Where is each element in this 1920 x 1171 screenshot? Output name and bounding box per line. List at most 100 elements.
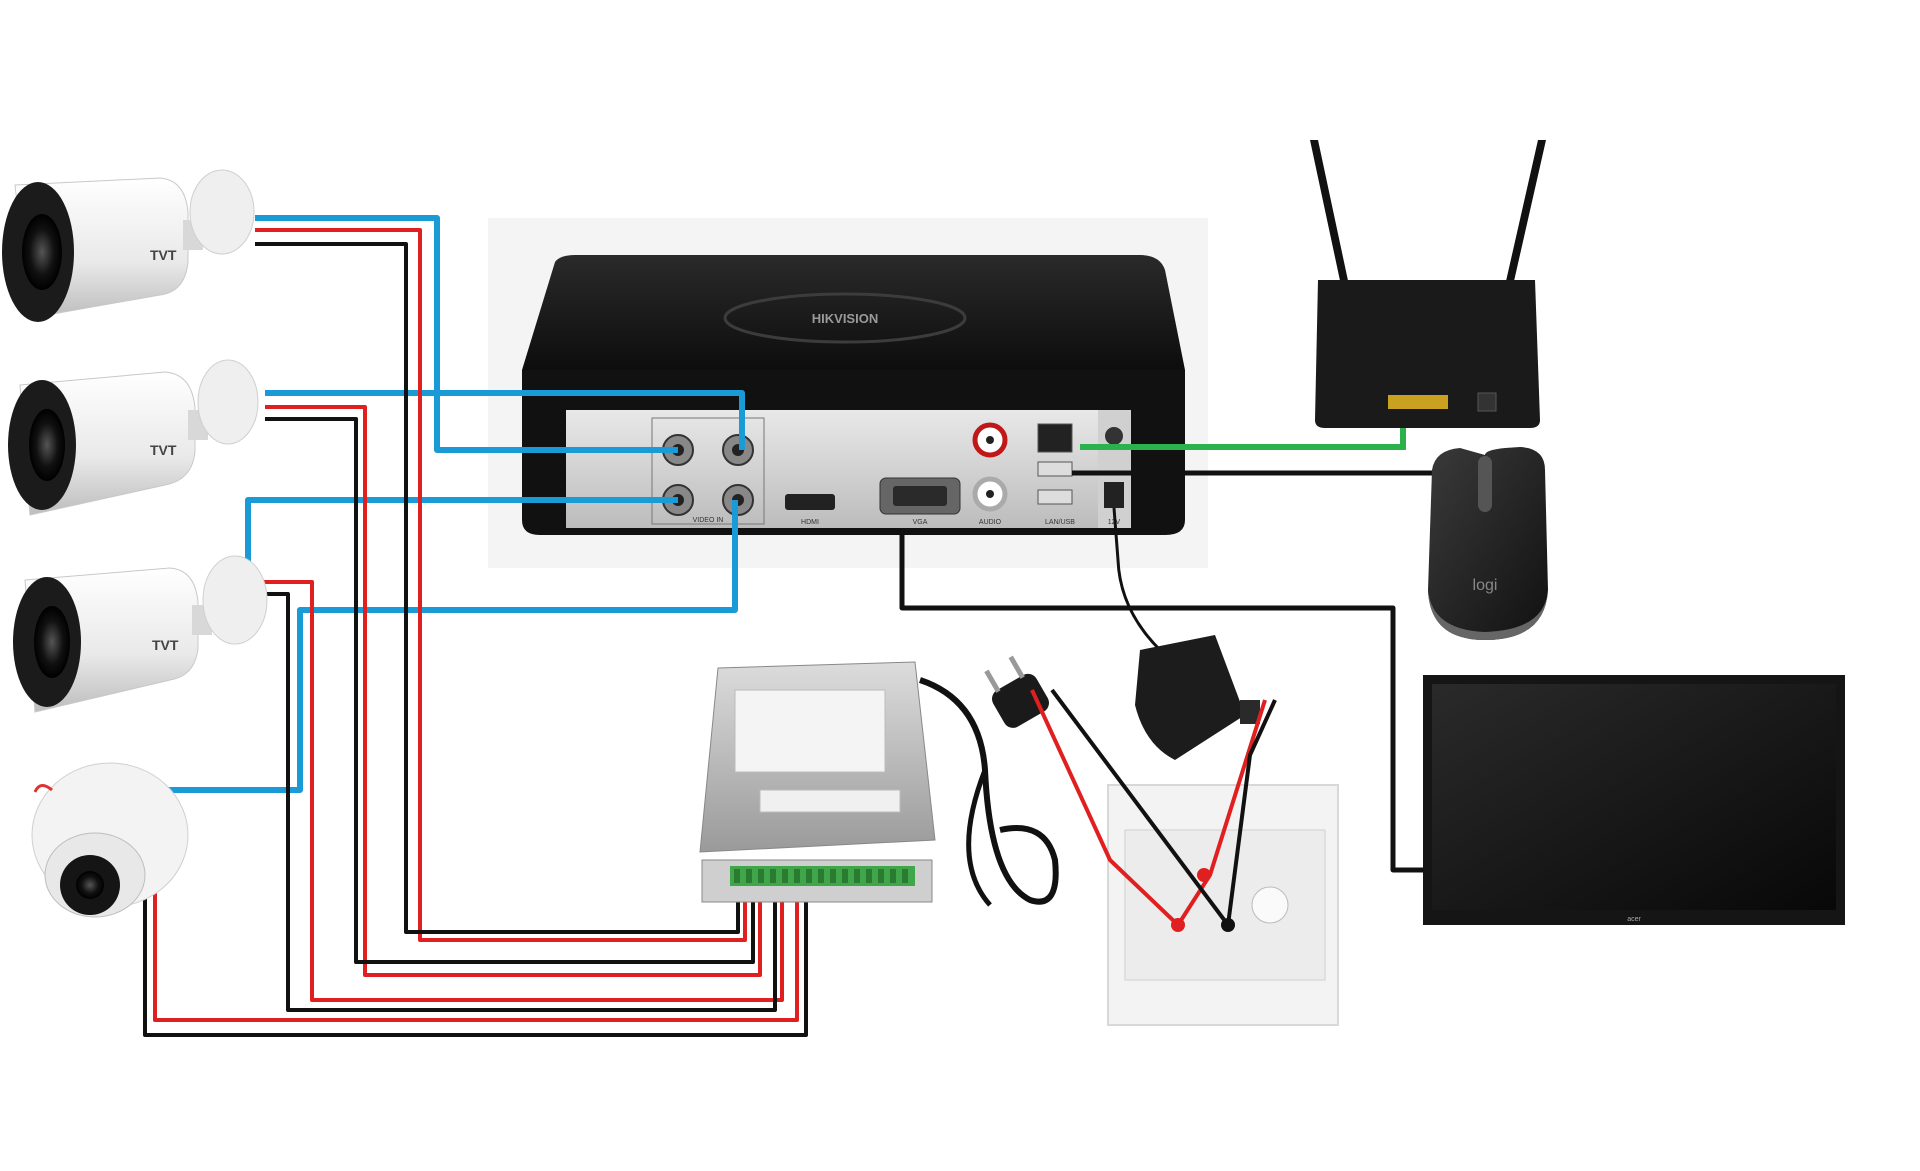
hdmi-label: HDMI [801, 519, 819, 526]
monitor-screen [1432, 684, 1836, 910]
psu-terminal [818, 869, 824, 883]
psu-terminals [734, 869, 908, 883]
negative-cable-cam3 [262, 592, 777, 1012]
router-lan-ports [1388, 395, 1448, 409]
wall-switch [1107, 784, 1339, 1026]
mouse-body [1428, 447, 1548, 640]
lan-port[interactable] [1037, 423, 1073, 453]
monitor: acer [1423, 675, 1845, 925]
router-wan-port[interactable] [1477, 392, 1497, 412]
camera-1: TVT [2, 169, 255, 322]
mains-plug-pin-2 [1008, 655, 1025, 679]
dvr-adapter-plug [1240, 700, 1260, 724]
camera-2-lens [29, 409, 65, 481]
camera-4 [31, 762, 189, 918]
camera-1-lens [22, 214, 62, 290]
psu-label-sticker [734, 689, 886, 773]
psu-terminal [782, 869, 788, 883]
video-cable-cam2 [265, 390, 745, 450]
camera-3-brand: TVT [152, 637, 179, 653]
switch-live-junction [1197, 868, 1211, 882]
dvr-top-cover [522, 255, 1185, 370]
video-cable-cam1 [255, 215, 678, 453]
vga-port-inner [893, 486, 947, 506]
ground-terminal [1105, 427, 1123, 445]
psu-terminal [758, 869, 764, 883]
router [1310, 140, 1546, 428]
switch-live-terminal [1171, 918, 1185, 932]
camera-2: TVT [8, 359, 259, 516]
audio-label: AUDIO [979, 519, 1002, 526]
negative-cable-cam1 [255, 242, 740, 934]
camera-3: TVT [13, 555, 268, 713]
hdmi-port[interactable] [785, 494, 835, 510]
mouse: logi [1428, 447, 1548, 640]
negative-cable-cam4 [143, 840, 808, 1037]
switch-button[interactable] [1251, 886, 1289, 924]
mains-neutral-wire [1050, 688, 1277, 927]
positive-cable-cam2 [265, 405, 762, 977]
positive-cable-cam4 [153, 840, 799, 1022]
camera-3-mount [202, 555, 268, 645]
power-supply-box [699, 661, 1059, 907]
usb-port-2[interactable] [1037, 489, 1073, 505]
psu-terminal [734, 869, 740, 883]
mains-plug-body [992, 673, 1049, 728]
camera-4-accent [33, 784, 53, 793]
audio-out-center [986, 436, 994, 444]
video-cables [165, 215, 745, 793]
psu-terminal [878, 869, 884, 883]
mains-plug [984, 655, 1049, 728]
negative-cable-cam2 [265, 417, 755, 964]
psu-cord-coil [966, 769, 992, 907]
router-antenna-right [1504, 140, 1546, 290]
dvr-logo-text: HIKVISION [812, 311, 878, 326]
monitor-brand: acer [1627, 916, 1641, 923]
router-body [1315, 280, 1540, 428]
positive-cable-cam1 [255, 228, 747, 942]
dvr-recorder: HIKVISION VIDEO IN HDMI VGA AUDIO L [488, 218, 1208, 568]
dvr-power-cable [1112, 507, 1162, 652]
switch-neutral-terminal [1221, 918, 1235, 932]
camera-1-brand: TVT [150, 247, 177, 263]
mouse-trim [1428, 590, 1548, 640]
dvr-adapter-body [1135, 635, 1245, 760]
usb-port-1[interactable] [1037, 461, 1073, 477]
psu-terminal [830, 869, 836, 883]
vga-label: VGA [913, 519, 928, 526]
video-in-label: VIDEO IN [693, 517, 724, 524]
camera-1-mount [189, 169, 255, 255]
audio-in-center [986, 490, 994, 498]
positive-cable-cam3 [262, 580, 784, 1002]
psu-terminal [770, 869, 776, 883]
video-cable-cam3 [245, 497, 678, 570]
positive-power-cables [153, 228, 799, 1022]
vga-cable-monitor [899, 535, 1425, 873]
video-cable-cam4 [165, 500, 738, 793]
psu-mains-cord [919, 677, 1059, 905]
psu-label-strip [759, 789, 901, 813]
power-input-port[interactable] [1104, 482, 1124, 508]
psu-terminal [842, 869, 848, 883]
camera-2-mount [197, 359, 259, 445]
psu-terminal [794, 869, 800, 883]
camera-3-lens [34, 606, 70, 678]
psu-terminal [890, 869, 896, 883]
psu-terminal [854, 869, 860, 883]
psu-terminal [866, 869, 872, 883]
camera-2-brand: TVT [150, 442, 177, 458]
video-in-frame [651, 417, 765, 525]
psu-terminal [746, 869, 752, 883]
mouse-wheel[interactable] [1478, 456, 1492, 512]
psu-terminal [902, 869, 908, 883]
dvr-logo-ring [723, 292, 967, 344]
psu-terminal [806, 869, 812, 883]
mouse-brand: logi [1473, 577, 1498, 594]
dvr-rear-panel [566, 410, 1131, 528]
negative-power-cables [143, 242, 808, 1037]
camera-4-lens [76, 871, 104, 899]
dvr-power-adapter [1135, 635, 1260, 760]
mains-plug-pin-1 [984, 669, 1001, 693]
